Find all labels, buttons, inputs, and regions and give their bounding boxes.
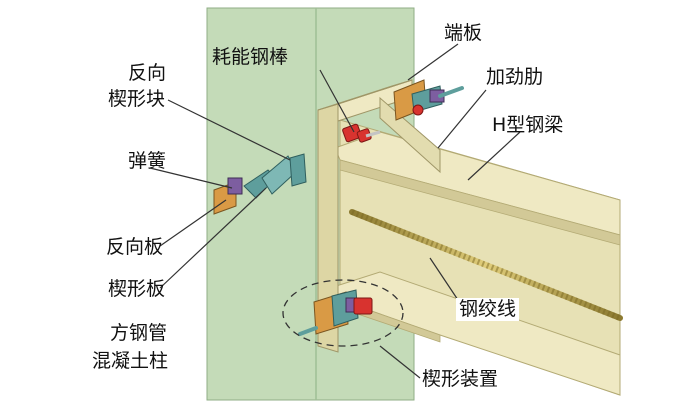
label-h-beam: H型钢梁 [492,114,564,136]
label-energy-rod: 耗能钢棒 [212,46,289,68]
h-steel-beam [329,119,621,396]
stiffener [379,96,441,174]
label-reverse-plate: 反向板 [106,236,164,258]
steel-strand [349,209,623,321]
exploded-wedge-assembly [213,153,307,215]
label-wedge-plate: 楔形板 [108,278,166,300]
top-wedge-device [393,79,464,121]
label-spring: 弹簧 [128,150,167,172]
leader-lines [149,43,521,379]
label-reverse-wedge-block-2: 楔形块 [108,88,166,110]
label-steel-strand: 钢绞线 [456,298,520,321]
label-column-1: 方钢管 [110,322,168,344]
bottom-wedge-device [298,289,373,336]
wedge-device-callout-ellipse [282,279,404,347]
label-end-plate: 端板 [444,22,483,44]
label-reverse-wedge-block-1: 反向 [128,62,167,84]
label-column-2: 混凝土柱 [92,350,169,372]
end-plate [317,79,413,353]
label-wedge-device: 楔形装置 [422,368,499,390]
label-stiffener: 加劲肋 [486,66,544,88]
energy-dissipating-rod [342,123,381,143]
